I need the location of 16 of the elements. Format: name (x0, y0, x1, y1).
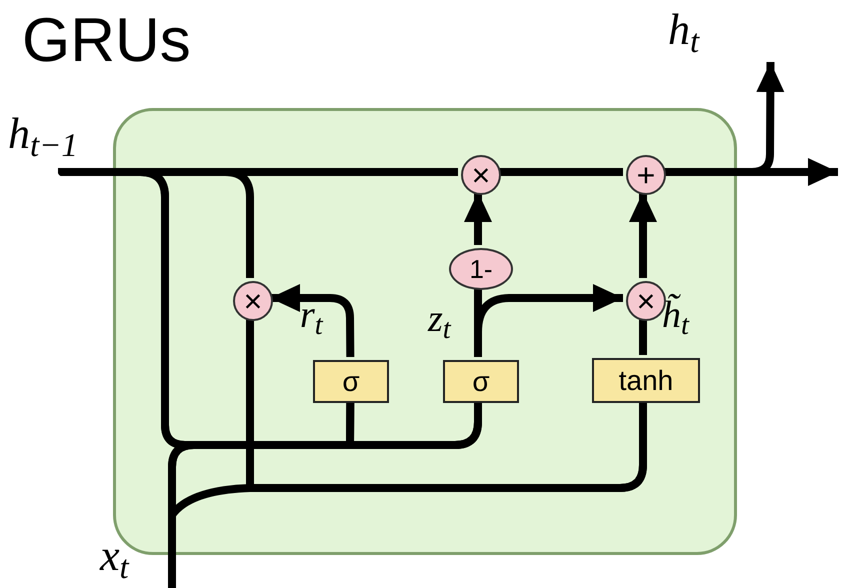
arrow (629, 192, 657, 278)
math-label: x$_{t}$ (100, 534, 172, 588)
connector-line (639, 318, 647, 355)
edge-label: r$_{t}$ (300, 296, 323, 334)
connector-line (246, 318, 647, 492)
arrow (270, 284, 354, 358)
math-label: h$_{t−1}$ (8, 112, 108, 168)
activation-box: σ (443, 360, 519, 403)
title: GRUs (22, 5, 191, 77)
activation-box: σ (313, 360, 389, 403)
arrow (464, 192, 492, 245)
math-label: h$_{t}$ (668, 8, 790, 62)
edge-label: z$_{t}$ (428, 300, 451, 338)
operation-ellipse: 1- (449, 248, 513, 290)
connector-line (498, 168, 623, 176)
activation-box: tanh (592, 358, 700, 403)
